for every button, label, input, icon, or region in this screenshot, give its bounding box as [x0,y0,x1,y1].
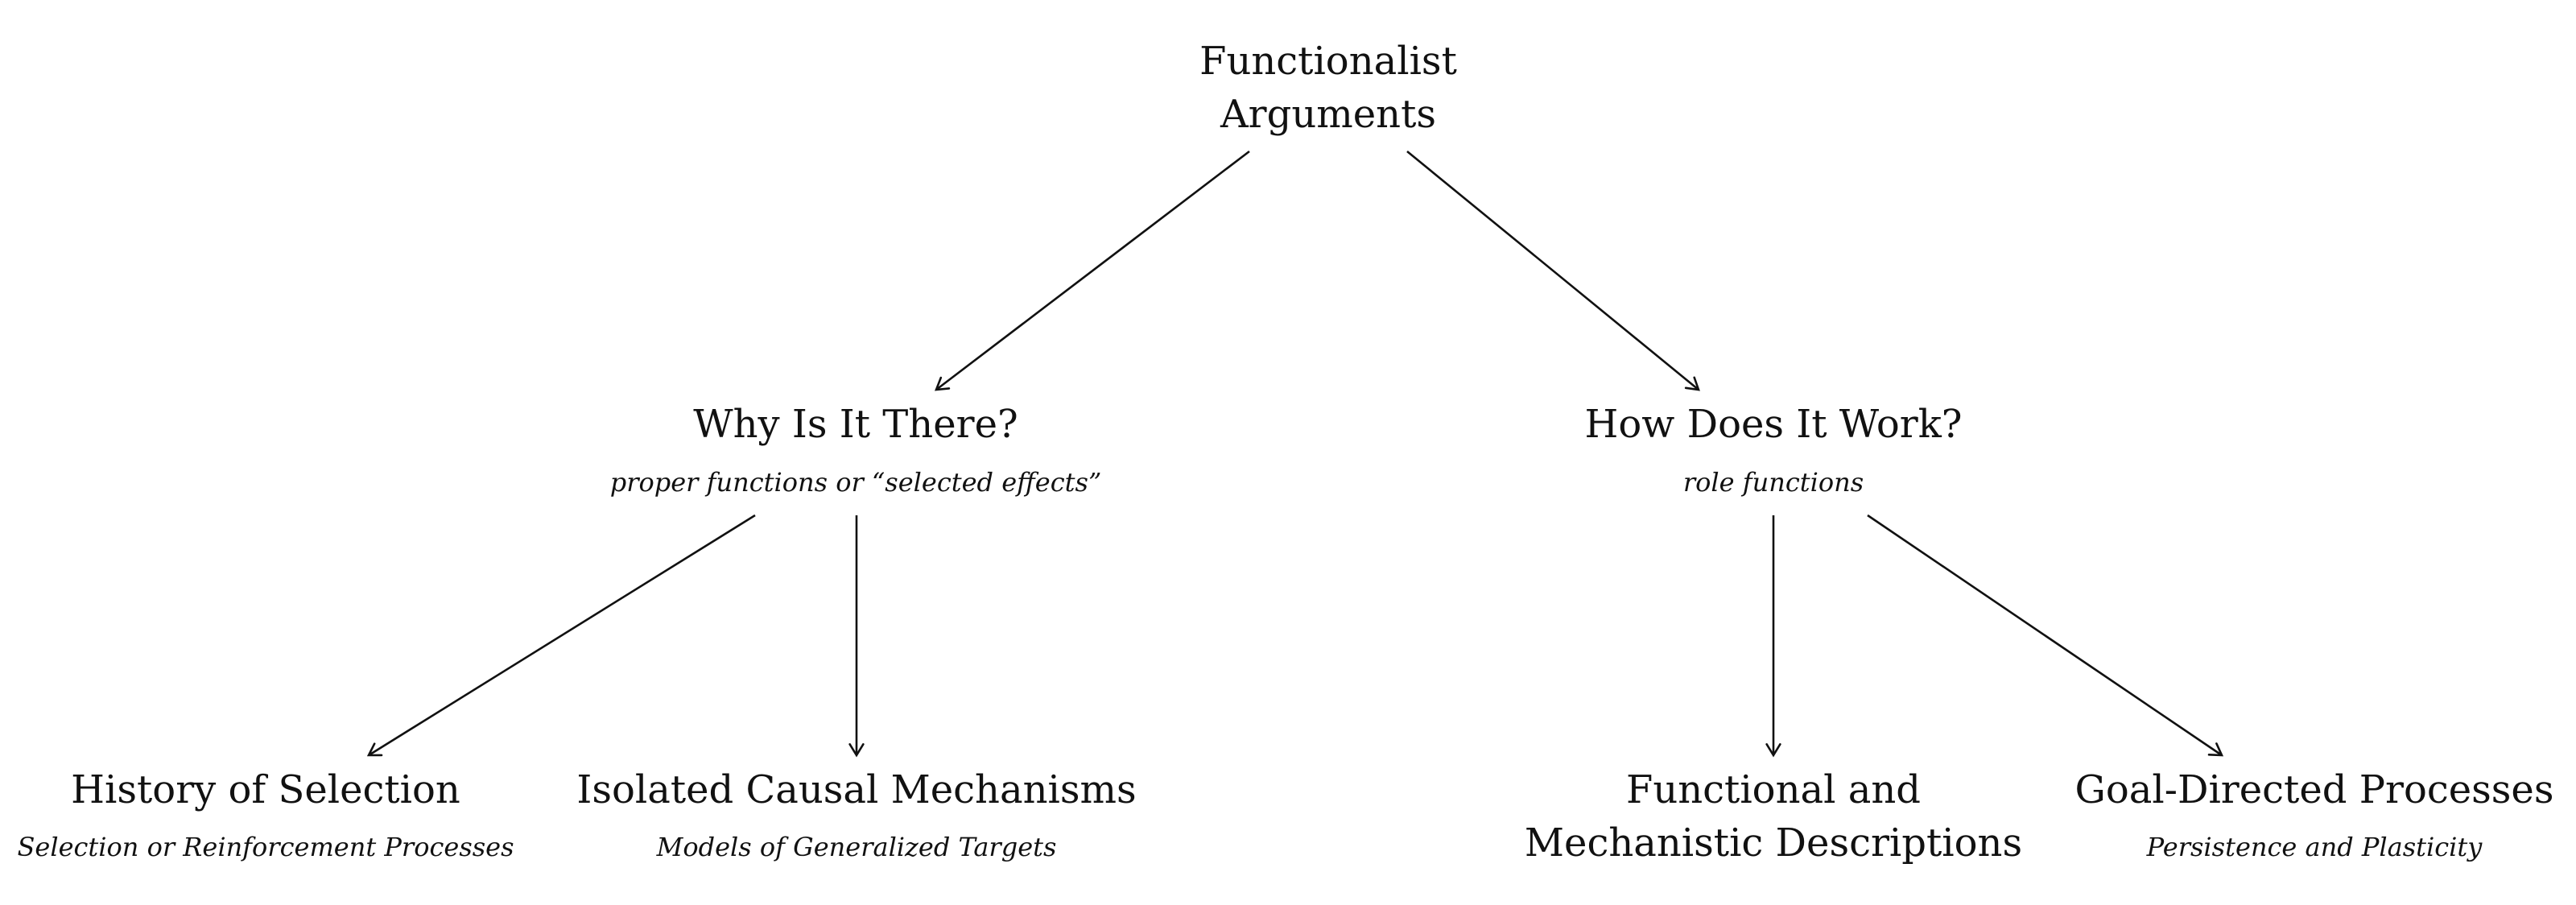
arrowhead-why-isolated [848,743,865,758]
edge-how-functional [1765,515,1781,758]
edge-why-isolated [848,515,865,758]
node-isolated: Isolated Causal Mechanisms Models of Gen… [576,767,1136,862]
arrowhead-root-how [1684,376,1700,391]
node-goal-subtitle: Persistence and Plasticity [2146,832,2483,862]
arrowhead-root-why [935,376,951,391]
node-isolated-subtitle: Models of Generalized Targets [656,832,1057,862]
node-why: Why Is It There? proper functions or “se… [610,402,1102,498]
node-why-title: Why Is It There? [693,402,1018,447]
node-history-subtitle: Selection or Reinforcement Processes [17,832,514,862]
edge-root-how [1406,150,1700,391]
edge-line-why-history [368,514,756,757]
node-goal-title: Goal-Directed Processes [2075,767,2554,812]
edge-why-history [366,514,756,757]
arrowhead-how-goal [2207,742,2224,757]
node-how: How Does It Work? role functions [1584,402,1962,498]
edge-line-root-how [1406,150,1699,391]
node-functional-title-line-2: Mechanistic Descriptions [1525,820,2022,866]
node-how-subtitle: role functions [1683,467,1864,498]
edges-layer [366,150,2224,758]
node-root: Functionalist Arguments [1199,39,1457,137]
node-root-title-line-1: Functionalist [1199,39,1457,84]
arrowhead-why-history [366,742,383,757]
node-history: History of Selection Selection or Reinfo… [17,767,514,862]
edge-line-root-why [935,150,1250,391]
node-root-title-line-2: Arguments [1220,92,1436,137]
node-functional-title-line-1: Functional and [1626,767,1921,812]
node-why-subtitle: proper functions or “selected effects” [610,467,1102,498]
node-isolated-title: Isolated Causal Mechanisms [576,767,1136,812]
arrowhead-how-functional [1765,743,1781,758]
node-history-title: History of Selection [71,767,460,812]
edge-root-why [935,150,1250,391]
node-functional: Functional and Mechanistic Descriptions [1525,767,2022,866]
edge-how-goal [1867,514,2224,757]
node-goal: Goal-Directed Processes Persistence and … [2075,767,2554,862]
node-how-title: How Does It Work? [1584,402,1962,447]
edge-line-how-goal [1867,514,2223,757]
